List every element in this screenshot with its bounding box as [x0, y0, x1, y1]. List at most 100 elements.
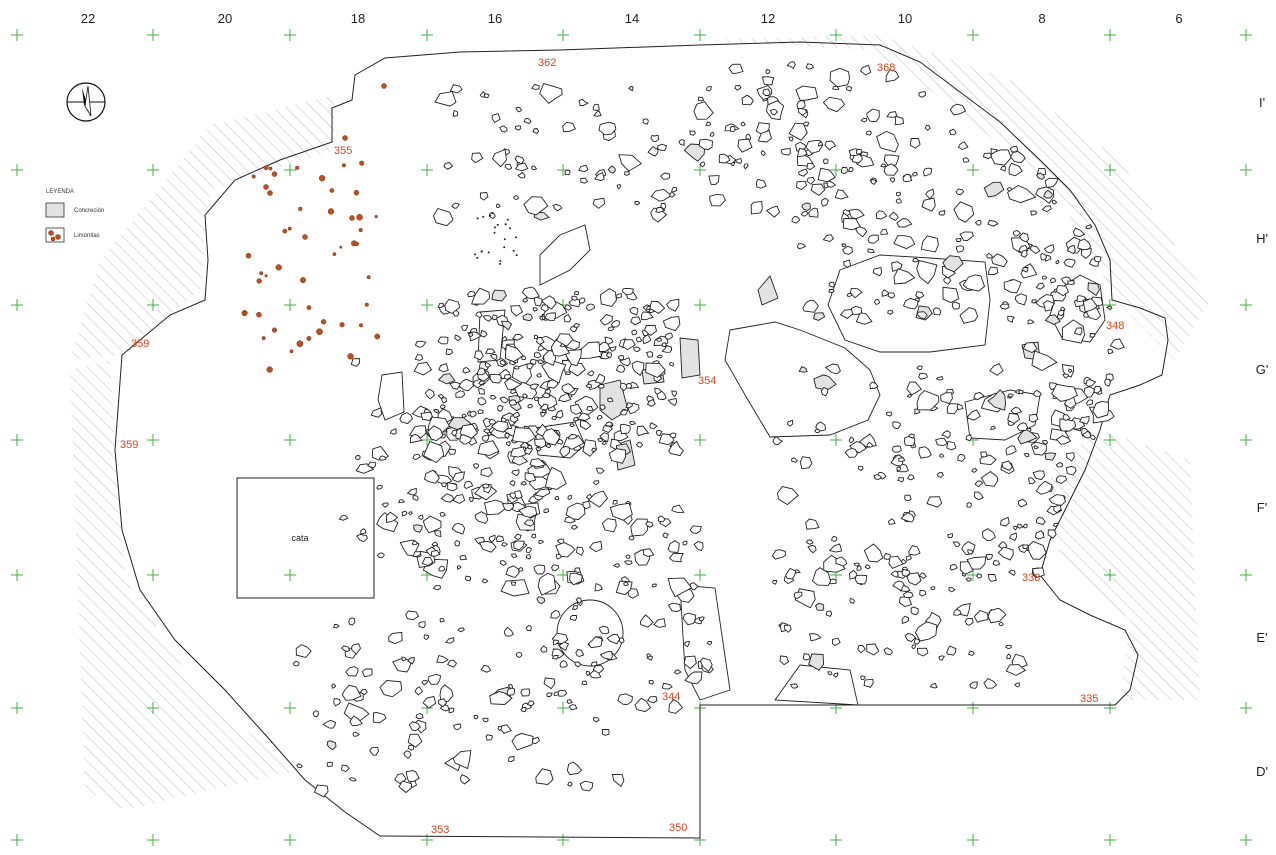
stone: [461, 413, 468, 418]
stone: [841, 245, 853, 255]
stone: [484, 361, 492, 368]
stone: [597, 437, 604, 442]
limonite-spot: [320, 319, 327, 325]
stone: [445, 348, 454, 356]
stone: [1005, 664, 1027, 676]
limonite-spot: [296, 340, 304, 348]
stone: [646, 655, 653, 661]
stone: [593, 110, 602, 117]
stone: [580, 177, 589, 184]
stone: [689, 582, 699, 591]
stone: [376, 484, 383, 490]
stone: [887, 292, 896, 299]
grid-cross: [1104, 702, 1116, 714]
stone: [888, 555, 904, 569]
stone: [682, 612, 697, 626]
stone: [942, 286, 960, 303]
stone: [1005, 644, 1012, 649]
stone: [459, 434, 472, 445]
stone: [693, 101, 714, 120]
stone: [447, 448, 456, 455]
stone: [625, 402, 633, 409]
stone: [540, 645, 548, 653]
stone: [829, 67, 850, 88]
limonite-spot: [245, 252, 252, 259]
small-dot: [480, 250, 483, 253]
stone: [1035, 516, 1046, 526]
elevation-label: 335: [1080, 693, 1098, 705]
stone: [671, 186, 678, 193]
stone: [832, 85, 840, 91]
legend-label: Concreción: [74, 208, 104, 214]
stone: [916, 647, 929, 657]
stone: [953, 608, 962, 616]
stone: [625, 554, 631, 559]
stone: [1035, 172, 1045, 180]
stone: [846, 292, 852, 297]
stone: [645, 521, 654, 528]
stone: [842, 218, 861, 231]
stone: [914, 408, 921, 415]
stone: [609, 345, 617, 352]
small-dot: [503, 246, 506, 249]
stone: [423, 469, 440, 484]
stone: [815, 602, 825, 611]
limonite-spot: [327, 208, 335, 215]
stone: [765, 205, 781, 218]
stone: [854, 574, 868, 585]
stone: [434, 91, 457, 107]
stone: [885, 68, 900, 83]
stone: [643, 324, 658, 336]
limonite-spot: [298, 206, 303, 212]
stone: [806, 162, 816, 171]
stone: [812, 312, 826, 321]
stone: [668, 361, 674, 367]
limonite-spot: [263, 165, 269, 171]
stone: [524, 472, 537, 483]
grid-cross: [967, 164, 979, 176]
stone: [929, 682, 938, 689]
stone: [405, 770, 420, 782]
stone: [432, 585, 442, 591]
stone: [452, 750, 472, 770]
stone: [987, 573, 997, 582]
limonite-spot: [302, 234, 308, 240]
stone: [458, 378, 474, 392]
grid-cross: [1240, 569, 1252, 581]
grid-cross: [967, 702, 979, 714]
stone: [609, 502, 633, 521]
stone: [464, 575, 472, 582]
stone: [918, 91, 926, 98]
stone: [473, 350, 484, 361]
stone: [967, 650, 975, 657]
stone: [848, 436, 855, 444]
stone: [770, 108, 779, 116]
stone: [866, 441, 874, 448]
small-dot: [509, 227, 512, 230]
stone: [633, 346, 641, 352]
stone: [668, 440, 684, 457]
stone: [935, 375, 944, 381]
stone: [448, 381, 461, 390]
stone: [699, 161, 706, 168]
stone: [571, 295, 578, 301]
limonite-spot: [356, 214, 363, 221]
stone: [1106, 305, 1113, 310]
stone: [1018, 498, 1028, 508]
stone: [914, 621, 938, 642]
stone: [569, 423, 576, 428]
large-block: [679, 584, 731, 701]
stone: [1051, 199, 1058, 205]
grid-cross: [694, 29, 706, 41]
limonite-spot: [300, 277, 306, 284]
stone: [1029, 245, 1041, 255]
stone: [1058, 309, 1065, 317]
stone: [378, 455, 387, 461]
stone: [453, 723, 462, 731]
stone: [848, 569, 858, 580]
stone: [513, 365, 520, 370]
grid-cross: [11, 164, 23, 176]
stone: [550, 610, 561, 619]
stone: [459, 555, 468, 561]
stone: [510, 446, 527, 458]
